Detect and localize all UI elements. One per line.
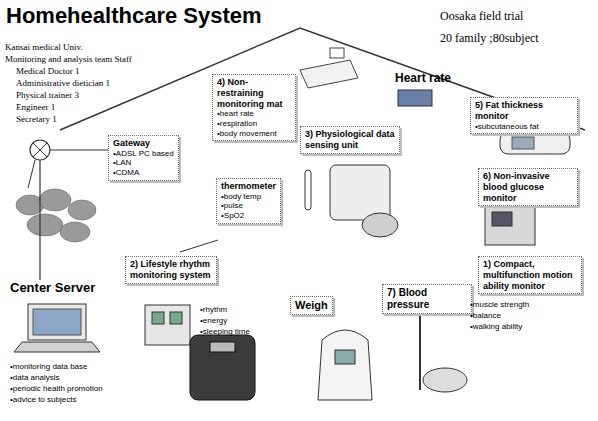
box-heading: 4) Non-restraining monitoring mat [217,77,291,109]
computer-base [14,342,100,352]
note-label: •data analysis [10,373,60,382]
network-connector [40,150,108,280]
title: Homehealthcare System [6,3,262,29]
box-heading: Weigh [295,299,328,312]
lifestyle-device [145,305,190,345]
monitoring-mat [300,48,358,88]
box-heading: Center Server [10,280,95,296]
lifestyle-key [170,312,182,324]
computer-screen [28,304,86,340]
note-label: Monitoring and analysis team Staff [5,54,132,64]
fat-monitor-body [500,132,570,154]
people-blob [27,214,63,236]
computer-display [33,309,81,335]
gateway-cross [33,143,47,157]
thermometer-device [305,170,311,210]
box-bullet: •LAN [113,158,174,168]
network-wire [28,160,35,188]
heart-rate-device [398,90,432,106]
box-bullet: •respiration [217,119,291,129]
lifestyle-body [145,305,190,345]
note-label: •advice to subjects [10,395,76,404]
box-heading: 2) Lifestyle rhythm monitoring system [130,259,212,281]
note-label: •rhythm [200,305,227,314]
box-heading: 6) Non-invasive blood glucose monitor [483,171,573,203]
box-bullet: •subcutaneous fat [475,122,573,132]
people-cloud [16,189,96,242]
mat-sensor-icon [330,48,344,58]
people-blob [60,222,90,242]
device-box: Weigh [290,296,333,315]
glucose-screen [492,212,512,226]
scale-device [190,335,255,400]
note-label: •periodic health promotion [10,384,103,393]
scale-body [190,335,255,400]
device-box: 2) Lifestyle rhythm monitoring system [125,256,217,284]
gateway-circle [30,140,50,160]
gateway-symbol [30,140,50,160]
note-label: •sleeping time [200,327,250,336]
device-box: 6) Non-invasive blood glucose monitor [478,168,578,206]
scale-display [210,342,235,352]
device-box: thermometer•body temp•pulse•SpO2 [216,178,281,224]
fat-monitor-screen [512,137,534,149]
blood-pressure-device [318,330,372,400]
device-box: 1) Compact, multifunction motion ability… [478,256,582,294]
sensing-unit-body [330,165,390,220]
box-heading: 3) Physiological data sensing unit [305,129,395,151]
device-box: 7) Blood pressure [382,284,472,314]
gateway-cross [33,143,47,157]
note-label: 20 family ;80subject [440,32,539,46]
device-box: Gateway•ADSL PC based•LAN•CDMA [108,135,179,181]
note-label: Medical Doctor 1 [16,66,79,76]
glucose-body [485,205,535,245]
note-label: •muscle strength [470,300,529,309]
box-bullet: •body movement [217,129,291,139]
note-label: Engineer 1 [16,102,55,112]
note-label: Secretary 1 [16,114,57,124]
sensing-unit-cuff [362,213,398,237]
fat-monitor-device [500,132,570,154]
box-bullet: •pulse [221,201,276,211]
note-label: •walking ability [470,322,522,331]
box-bullet: •heart rate [217,109,291,119]
bp-body [318,330,372,400]
people-blob [68,200,96,220]
bp-display [335,350,355,364]
glucose-device [485,205,535,245]
note-label: Administrative dietician 1 [16,78,110,88]
note-label: Oosaka field trial [440,10,523,24]
house-roof [60,28,585,130]
box-heading: 7) Blood pressure [387,287,467,311]
box-bullet: •body temp [221,192,276,202]
note-label: Kansai medical Univ. [5,42,83,52]
server-label-node: Center Server [8,280,97,296]
note-label: Heart rate [395,72,451,86]
device-box: 3) Physiological data sensing unit [300,126,400,154]
lifestyle-key [152,312,164,324]
monitor-plate [423,368,467,392]
note-label: •balance [470,311,501,320]
note-label: •energy [200,316,227,325]
box-heading: Gateway [113,138,174,149]
box-bullet: •CDMA [113,168,174,178]
box-heading: 1) Compact, multifunction motion ability… [483,259,577,291]
mat-sheet [300,60,358,88]
people-blob [39,189,71,211]
leader-line [180,240,218,252]
server-computer [14,304,100,352]
box-bullet: •SpO2 [221,211,276,221]
box-heading: thermometer [221,181,276,192]
box-heading: 5) Fat thickness monitor [475,100,573,122]
device-box: 4) Non-restraining monitoring mat•heart … [212,74,296,141]
note-label: Physical trainer 3 [16,90,79,100]
note-label: •monitoring data base [10,362,88,371]
box-bullet: •ADSL PC based [113,149,174,159]
sensing-unit-device [305,165,398,237]
device-box: 5) Fat thickness monitor•subcutaneous fa… [470,97,578,134]
